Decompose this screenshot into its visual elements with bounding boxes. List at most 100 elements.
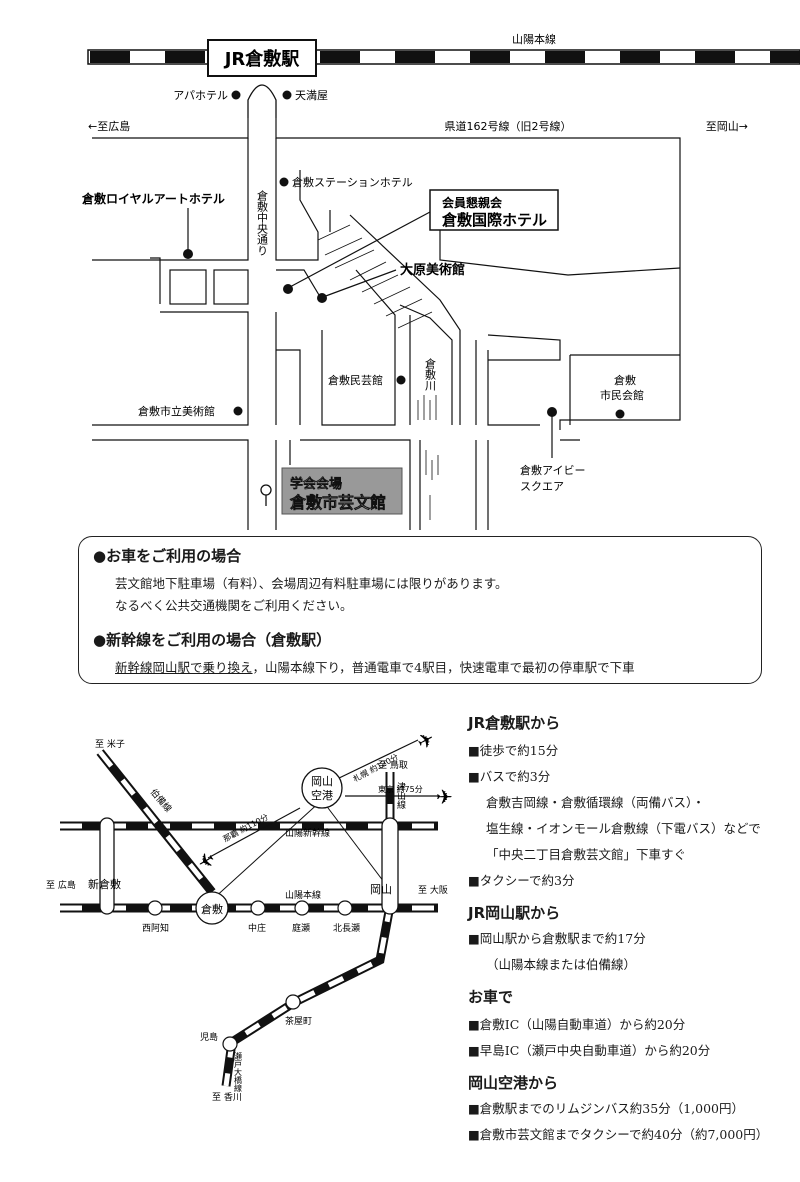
kitanagase-label: 北長瀬 bbox=[333, 922, 360, 934]
flight-sapporo-line bbox=[334, 739, 419, 781]
kurashiki-ic-line: ■倉敷IC（山陽自動車道）から約20分 bbox=[468, 1017, 686, 1032]
chuo-dori-label: 倉敷中央通り bbox=[256, 189, 269, 256]
limousine-line: ■倉敷駅までのリムジンバス約35分（1,000円） bbox=[468, 1101, 745, 1116]
airplane-tokyo-icon: ✈ bbox=[436, 785, 453, 809]
by-car-title: お車で bbox=[468, 988, 514, 1006]
nakasho-label: 中庄 bbox=[248, 922, 266, 934]
city-museum-marker bbox=[233, 406, 243, 416]
shinkansen-transfer-text: 新幹線岡山駅で乗り換え bbox=[115, 660, 253, 675]
kurashiki-river-label: 倉敷川 bbox=[424, 357, 437, 391]
bus-stop-line: 「中央二丁目倉敷芸文館」下車すぐ bbox=[486, 847, 687, 862]
ivy-square-label-2: スクエア bbox=[520, 480, 564, 493]
kojima-marker bbox=[222, 1036, 238, 1052]
walk-line: ■徒歩で約15分 bbox=[468, 743, 559, 758]
mingeikan-marker bbox=[396, 375, 406, 385]
chayamachi-label: 茶屋町 bbox=[285, 1015, 312, 1027]
airport-okayama-line bbox=[321, 799, 391, 891]
hayashima-ic-line: ■早島IC（瀬戸中央自動車道）から約20分 bbox=[468, 1043, 711, 1058]
seto-ohashi-label: 瀬戸大橋線 bbox=[234, 1051, 243, 1092]
area-map: 山陽本線 JR倉敷駅 アパホテル 天満屋 ←至広島 県道162号線（旧2号線） … bbox=[81, 32, 800, 530]
royal-art-hotel-marker bbox=[183, 249, 193, 259]
kurashiki-river bbox=[317, 224, 439, 520]
station-arch bbox=[247, 84, 277, 118]
okayama-station-label: 岡山 bbox=[370, 883, 392, 896]
airplane-sapporo-icon: ✈ bbox=[413, 726, 439, 755]
kokusai-hotel-marker bbox=[283, 284, 293, 294]
okayama-route-line: （山陽本線または伯備線） bbox=[486, 957, 637, 972]
apa-hotel-label: アパホテル bbox=[173, 89, 228, 102]
taxi-line: ■タクシーで約3分 bbox=[468, 873, 575, 888]
city-museum-label: 倉敷市立美術館 bbox=[138, 404, 215, 418]
to-kagawa-label: 至 香川 bbox=[212, 1092, 242, 1103]
nishiachi-marker bbox=[147, 900, 163, 916]
okayama-station-marker bbox=[381, 817, 399, 915]
nishiachi-label: 西阿知 bbox=[142, 922, 169, 934]
royal-art-hotel-label: 倉敷ロイヤルアートホテル bbox=[81, 191, 225, 206]
bus-route-line2: 塩生線・イオンモール倉敷線（下電バス）などで bbox=[486, 821, 761, 836]
apa-hotel-marker bbox=[231, 90, 241, 100]
route162-label: 県道162号線（旧2号線） bbox=[445, 119, 572, 133]
tenmanya-label: 天満屋 bbox=[295, 89, 328, 102]
to-hiroshima-label: ←至広島 bbox=[88, 119, 130, 133]
kokusai-hotel-label: 倉敷国際ホテル bbox=[441, 211, 547, 229]
hakubi-track bbox=[96, 749, 216, 895]
kokusai-hotel-leader bbox=[287, 211, 431, 289]
venue-name: 倉敷市芸文館 bbox=[289, 493, 386, 512]
mingeikan-label: 倉敷民芸館 bbox=[328, 373, 383, 387]
shinkansen-info-line: 新幹線岡山駅で乗り換え，山陽本線下り，普通電車で4駅目，快速電車で最初の停車駅で… bbox=[115, 657, 635, 676]
rail-map: ✈ ✈ ✈ 札幌 約120分 東京 約75分 那覇 約110分 岡山 空港 至 … bbox=[46, 726, 453, 1103]
bus-line: ■バスで約3分 bbox=[468, 769, 551, 784]
venue-pin-icon bbox=[260, 484, 272, 496]
station-hotel-label: 倉敷ステーションホテル bbox=[292, 175, 413, 189]
shinkansen-label: 山陽新幹線 bbox=[285, 827, 330, 839]
ohara-museum-leader bbox=[322, 269, 397, 298]
airport-kurashiki-line bbox=[211, 799, 323, 901]
shiminkaikan-label-2: 市民会館 bbox=[600, 388, 644, 402]
car-info-title: ●お車をご利用の場合 bbox=[93, 547, 242, 565]
to-tottori-label: 至 鳥取 bbox=[378, 759, 408, 771]
okayama-airport-marker bbox=[301, 767, 343, 809]
to-yonago-label: 至 米子 bbox=[95, 738, 125, 750]
okayama-airport-label-2: 空港 bbox=[311, 788, 333, 802]
to-hiroshima-rail-label: 至 広島 bbox=[46, 879, 76, 891]
to-osaka-label: 至 大阪 bbox=[418, 884, 448, 896]
car-info-line2: なるべく公共交通機関をご利用ください。 bbox=[115, 598, 353, 613]
ohara-museum-marker bbox=[317, 293, 327, 303]
venue-box bbox=[281, 467, 403, 515]
street-lines bbox=[92, 118, 681, 530]
tsuyama-line-label: 津山線 bbox=[395, 782, 406, 809]
venue-party-label: 会員懇親会 bbox=[442, 195, 503, 210]
kurashiki-station-marker bbox=[195, 891, 229, 925]
flight-tokyo-label: 東京 約75分 bbox=[378, 784, 423, 794]
station-hotel-marker bbox=[279, 177, 289, 187]
sanyo-label: 山陽本線 bbox=[285, 889, 321, 901]
from-airport-title: 岡山空港から bbox=[468, 1074, 559, 1092]
venue-label: 学会会場 bbox=[290, 476, 342, 492]
okayama-airport-label-1: 岡山 bbox=[311, 775, 333, 788]
chayamachi-marker bbox=[285, 994, 301, 1010]
from-okayama-title: JR岡山駅から bbox=[468, 904, 561, 922]
niwase-marker bbox=[294, 900, 310, 916]
shinkansen-rest-text: ，山陽本線下り，普通電車で4駅目，快速電車で最初の停車駅で下車 bbox=[252, 660, 635, 675]
station-box bbox=[207, 39, 317, 77]
car-info-line1: 芸文館地下駐車場（有料）、会場周辺有料駐車場には限りがあります。 bbox=[115, 576, 508, 591]
access-info-box: ●お車をご利用の場合 芸文館地下駐車場（有料）、会場周辺有料駐車場には限りがあり… bbox=[78, 536, 762, 684]
kurashiki-station-label: 倉敷 bbox=[201, 902, 223, 916]
kitanagase-marker bbox=[337, 900, 353, 916]
okayama-time-line: ■岡山駅から倉敷駅まで約17分 bbox=[468, 931, 646, 946]
shinkurashiki-marker bbox=[99, 817, 115, 915]
niwase-label: 庭瀬 bbox=[292, 922, 310, 934]
bus-route-line1: 倉敷吉岡線・倉敷循環線（両備バス）・ bbox=[486, 795, 705, 810]
flight-naha-line bbox=[207, 807, 301, 859]
from-kurashiki-title: JR倉敷駅から bbox=[468, 714, 561, 732]
station-label: JR倉敷駅 bbox=[223, 48, 301, 70]
ohara-museum-label: 大原美術館 bbox=[400, 262, 465, 278]
shinkurashiki-label: 新倉敷 bbox=[88, 877, 121, 891]
kojima-label: 児島 bbox=[200, 1031, 218, 1043]
airport-taxi-line: ■倉敷市芸文館までタクシーで約40分（約7,000円） bbox=[468, 1127, 769, 1142]
nakasho-marker bbox=[250, 900, 266, 916]
shiminkaikan-label-1: 倉敷 bbox=[614, 373, 636, 387]
ivy-square-label-1: 倉敷アイビー bbox=[520, 463, 585, 477]
sanyo-line-label: 山陽本線 bbox=[512, 32, 556, 46]
sanyo-railway bbox=[87, 49, 800, 65]
